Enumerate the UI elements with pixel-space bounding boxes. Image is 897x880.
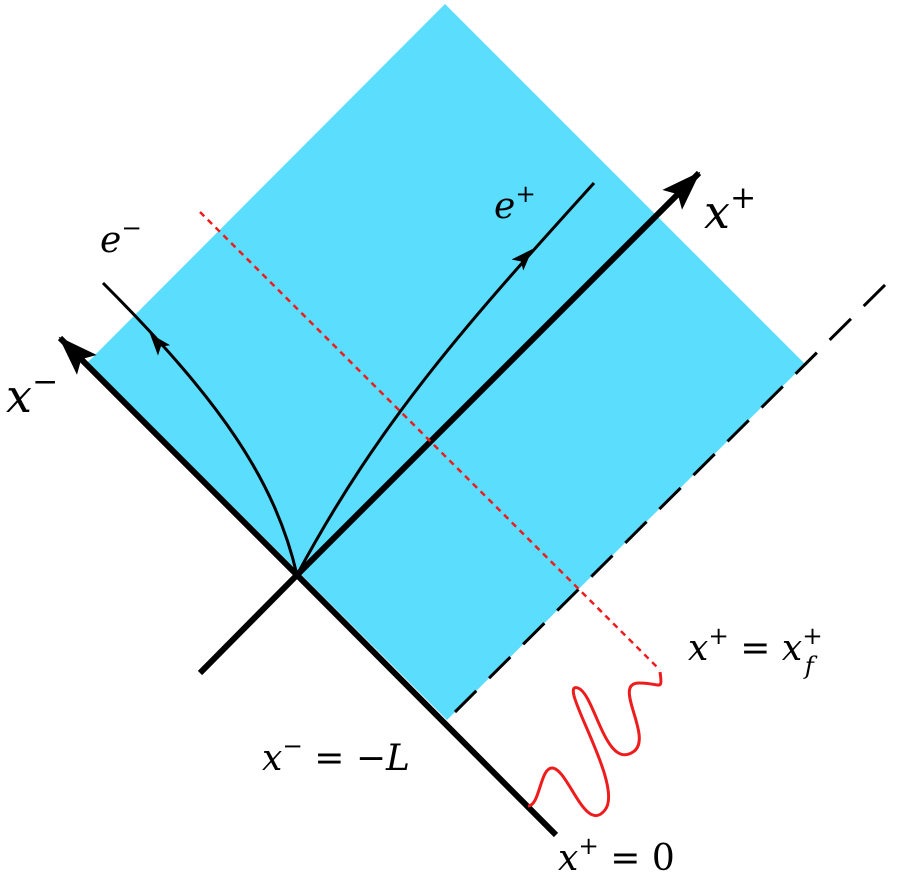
x-plus-axis	[294, 170, 702, 578]
x-minus-axis	[294, 572, 559, 838]
positron-trajectory	[295, 181, 596, 576]
x-minus-axis-label: x−	[6, 364, 58, 423]
x-plus-axis-label: x+	[704, 180, 756, 239]
electron-trajectory	[101, 281, 299, 576]
incoming-wave-pulse	[527, 671, 663, 817]
x-plus-equals-zero-label: x+ = 0	[558, 831, 675, 879]
x-plus-final-label: x+ = x+f	[688, 621, 823, 680]
x-minus-equals-minus-L-label: x− = −L	[262, 731, 410, 779]
x-minus-axis-upper	[57, 335, 300, 578]
x-plus-axis-lower-extension	[197, 572, 300, 676]
final-time-dotted-line	[199, 211, 661, 671]
dashed-boundary-line	[453, 278, 892, 714]
positron-label: e+	[494, 179, 536, 227]
electron-label: e−	[100, 213, 142, 261]
shaded-region	[88, 4, 805, 720]
